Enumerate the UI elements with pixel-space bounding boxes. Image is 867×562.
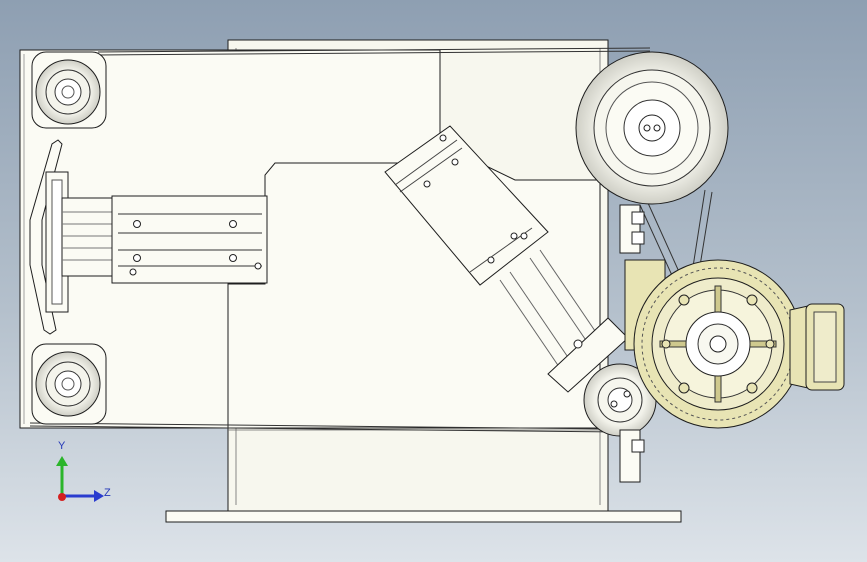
z-axis-label: Z: [104, 487, 111, 499]
y-axis-label: Y: [58, 440, 66, 452]
angled-linear-actuator: [384, 125, 629, 393]
base-plate: [165, 510, 682, 523]
horizontal-linear-slide: [61, 195, 268, 284]
triad-axes: [56, 456, 104, 502]
mounting-brackets: [619, 204, 645, 483]
coordinate-triad: Y Z: [40, 436, 130, 508]
motor-gearbox: [624, 259, 845, 429]
small-contact-wheel: [583, 363, 657, 437]
top-left-idler-pulley: [31, 51, 107, 129]
drive-pulley: [575, 51, 729, 205]
bottom-left-idler-pulley: [31, 343, 107, 425]
